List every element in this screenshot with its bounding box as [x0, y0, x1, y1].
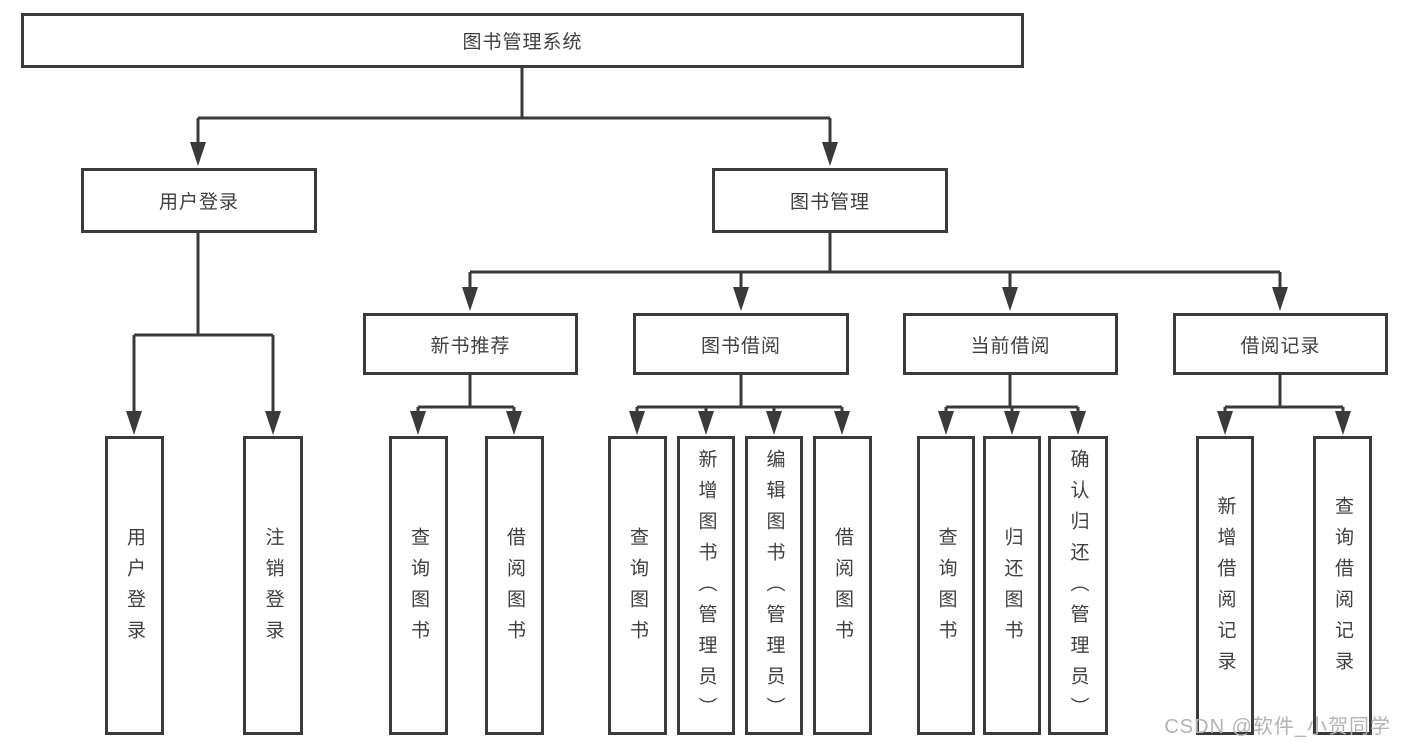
leaf-user-login: 用户登录 — [105, 436, 164, 735]
leaf-query-borrow-record: 查询借阅记录 — [1313, 436, 1372, 735]
leaf-confirm-return-admin: 确认归还（管理员） — [1048, 436, 1108, 735]
leaf-add-books-admin: 新增图书（管理员） — [677, 436, 735, 735]
leaf-borrow-books: 借阅图书 — [813, 436, 872, 735]
node-user-login-branch: 用户登录 — [81, 168, 317, 233]
node-root: 图书管理系统 — [21, 13, 1024, 68]
leaf-query-books-borrow: 查询图书 — [608, 436, 667, 735]
leaf-borrow-books-recommend: 借阅图书 — [485, 436, 544, 735]
node-new-book-recommend: 新书推荐 — [363, 313, 578, 375]
watermark: CSDN @软件_小贺同学 — [1164, 716, 1391, 738]
node-book-management-branch: 图书管理 — [712, 168, 948, 233]
leaf-return-books: 归还图书 — [983, 436, 1041, 735]
node-borrow-record: 借阅记录 — [1173, 313, 1388, 375]
leaf-query-books-current: 查询图书 — [917, 436, 975, 735]
leaf-logout: 注销登录 — [243, 436, 303, 735]
node-book-borrow: 图书借阅 — [633, 313, 849, 375]
leaf-query-books-recommend: 查询图书 — [389, 436, 448, 735]
leaf-add-borrow-record: 新增借阅记录 — [1196, 436, 1254, 735]
leaf-edit-books-admin: 编辑图书（管理员） — [745, 436, 803, 735]
node-current-borrow: 当前借阅 — [903, 313, 1118, 375]
